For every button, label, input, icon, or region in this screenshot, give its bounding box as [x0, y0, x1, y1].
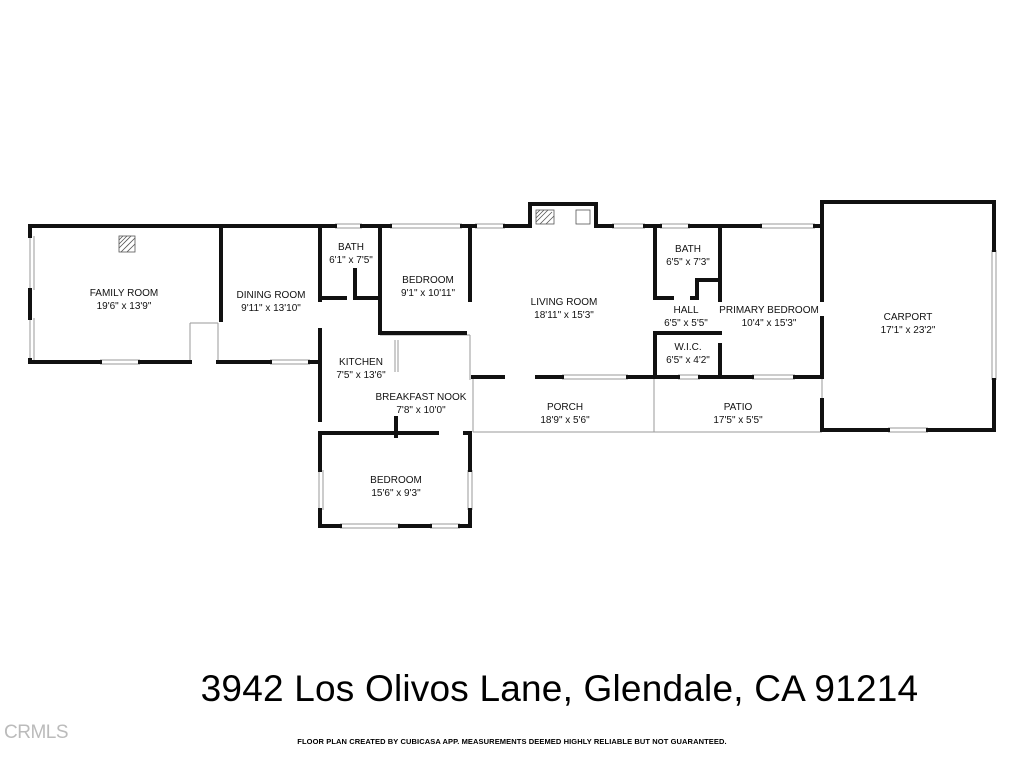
room-name: BEDROOM — [402, 275, 454, 286]
room-dimensions: 15'6" x 9'3" — [371, 488, 421, 499]
room-dimensions: 9'11" x 13'10" — [241, 303, 301, 314]
room-dimensions: 6'5" x 7'3" — [666, 257, 710, 268]
room-dimensions: 18'9" x 5'6" — [540, 415, 590, 426]
room-name: PATIO — [724, 402, 753, 413]
fireplace-icon — [535, 209, 591, 225]
room-dimensions: 6'5" x 5'5" — [664, 318, 708, 329]
skylight-icon — [118, 235, 136, 253]
room-name: DINING ROOM — [237, 290, 306, 301]
room-name: FAMILY ROOM — [90, 288, 159, 299]
property-address: 3942 Los Olivos Lane, Glendale, CA 91214 — [200, 668, 919, 709]
room-name: BEDROOM — [370, 475, 422, 486]
room-dimensions: 7'8" x 10'0" — [396, 405, 446, 416]
room-name: PRIMARY BEDROOM — [719, 305, 819, 316]
room-name: BATH — [338, 242, 364, 253]
walls — [28, 200, 996, 528]
room-name: BREAKFAST NOOK — [376, 392, 467, 403]
disclaimer-text: FLOOR PLAN CREATED BY CUBICASA APP. MEAS… — [297, 737, 727, 746]
room-dimensions: 9'1" x 10'11" — [401, 288, 456, 299]
room-dimensions: 7'5" x 13'6" — [336, 370, 386, 381]
room-name: LIVING ROOM — [531, 297, 598, 308]
room-name: CARPORT — [884, 312, 933, 323]
room-dimensions: 10'4" x 15'3" — [742, 318, 797, 329]
room-dimensions: 6'1" x 7'5" — [329, 255, 373, 266]
room-name: W.I.C. — [674, 342, 701, 353]
room-name: BATH — [675, 244, 701, 255]
room-name: PORCH — [547, 402, 583, 413]
room-labels: FAMILY ROOM 19'6" x 13'9" DINING ROOM 9'… — [90, 242, 936, 499]
room-name: HALL — [673, 305, 698, 316]
room-dimensions: 19'6" x 13'9" — [97, 301, 152, 312]
room-dimensions: 6'5" x 4'2" — [666, 355, 710, 366]
room-dimensions: 17'1" x 23'2" — [881, 325, 936, 336]
room-dimensions: 17'5" x 5'5" — [713, 415, 763, 426]
watermark-logo: CRMLS — [4, 722, 69, 743]
room-dimensions: 18'11" x 15'3" — [534, 310, 594, 321]
room-name: KITCHEN — [339, 357, 383, 368]
windows — [29, 223, 997, 529]
